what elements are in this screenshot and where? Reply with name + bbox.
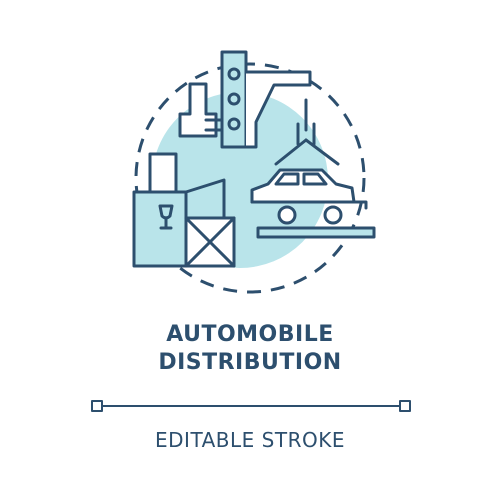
editable-stroke-line: [91, 400, 411, 412]
editable-stroke-label: EDITABLE STROKE: [155, 428, 345, 452]
boxes-icon: [132, 152, 236, 268]
crane-icon: [178, 50, 340, 166]
title-line-2: DISTRIBUTION: [158, 350, 342, 375]
car-icon: [250, 168, 376, 239]
title-line-1: AUTOMOBILE: [166, 322, 334, 347]
dashed-ring: [134, 62, 366, 294]
